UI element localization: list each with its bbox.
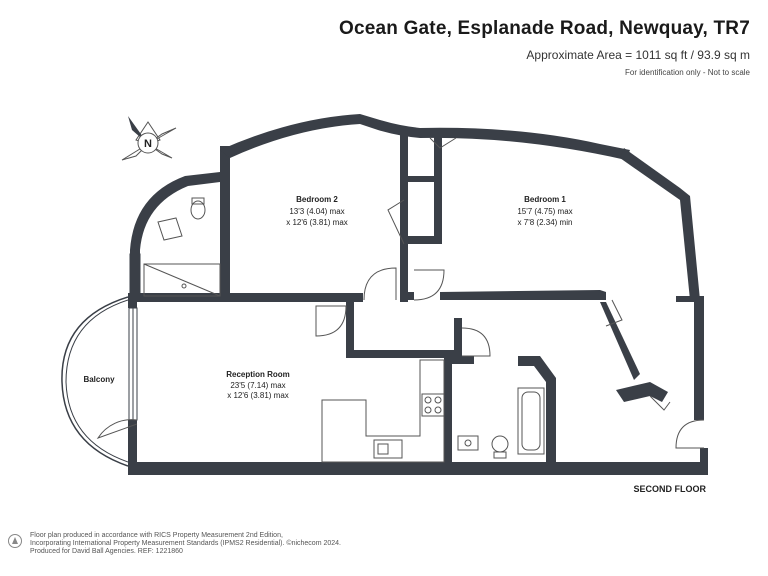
- bedroom1-dim2: x 7'8 (2.34) min: [518, 218, 573, 227]
- footer-line-3: Produced for David Ball Agencies. REF: 1…: [30, 548, 183, 555]
- shower-tray: [143, 263, 221, 297]
- balcony-name: Balcony: [83, 375, 115, 384]
- plan-header: Ocean Gate, Esplanade Road, Newquay, TR7…: [339, 18, 750, 77]
- bedroom2-dim1: 13'3 (4.04) max: [289, 207, 344, 216]
- compass-icon: N: [121, 116, 177, 161]
- reception-dim2: x 12'6 (3.81) max: [227, 391, 289, 400]
- doors: [96, 137, 705, 449]
- approximate-area: Approximate Area = 1011 sq ft / 93.9 sq …: [526, 48, 750, 62]
- bedroom1-dim1: 15'7 (4.75) max: [517, 207, 572, 216]
- fixtures: [143, 197, 545, 463]
- bedroom2-name: Bedroom 2: [296, 195, 338, 204]
- bedroom2-dim2: x 12'6 (3.81) max: [286, 218, 348, 227]
- plan-footer: Floor plan produced in accordance with R…: [30, 532, 341, 556]
- room-labels: Bedroom 2 13'3 (4.04) max x 12'6 (3.81) …: [83, 195, 572, 400]
- scale-note: For identification only - Not to scale: [625, 68, 750, 77]
- window-ensuite: [129, 253, 141, 295]
- balcony-rail: [65, 299, 129, 463]
- compass-letter: N: [144, 138, 152, 150]
- balcony-outline: [61, 296, 129, 467]
- floor-label: SECOND FLOOR: [633, 484, 706, 494]
- footer-line-2: Incorporating International Property Mea…: [30, 540, 341, 547]
- property-title: Ocean Gate, Esplanade Road, Newquay, TR7: [339, 18, 750, 39]
- window-left: [128, 307, 138, 421]
- walls: [128, 114, 708, 475]
- footer-line-1: Floor plan produced in accordance with R…: [30, 532, 283, 539]
- reception-name: Reception Room: [226, 370, 290, 379]
- rics-logo-icon: [8, 534, 22, 548]
- bedroom1-name: Bedroom 1: [524, 195, 566, 204]
- reception-dim1: 23'5 (7.14) max: [230, 381, 285, 390]
